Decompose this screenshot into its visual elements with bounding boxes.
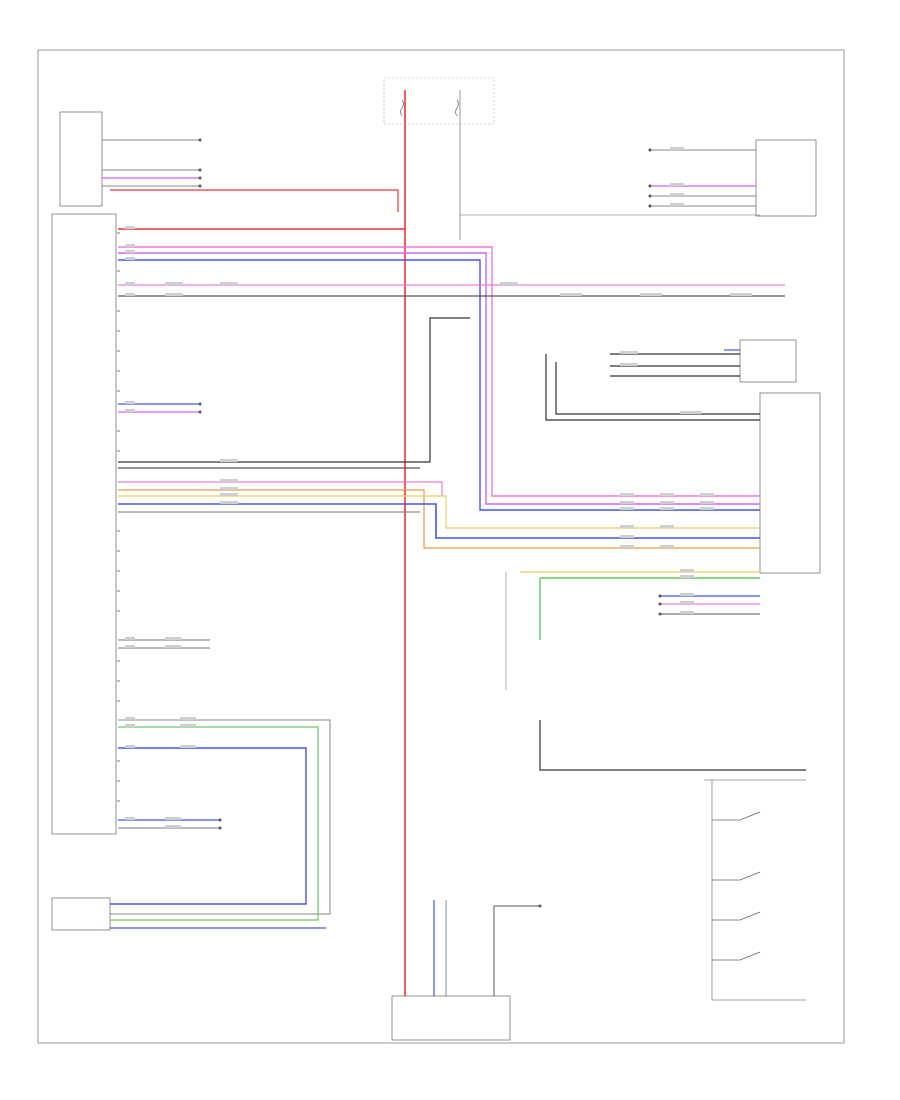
pin-labels-right	[500, 147, 752, 614]
rl-vert-black	[539, 720, 806, 771]
aux-wire-blue	[110, 747, 307, 905]
aux-input-jack-box	[51, 897, 111, 931]
bottom-center-module-box	[391, 995, 511, 1041]
diagram-frame	[37, 49, 845, 1044]
blue-wire-a	[118, 259, 760, 511]
bc-wire-black	[493, 905, 540, 996]
top-fuse-box	[383, 77, 495, 125]
right-amplifier-box	[759, 392, 821, 574]
pin-numbers	[117, 232, 120, 802]
spk-wire-blue	[118, 503, 760, 539]
switch-symbols	[712, 811, 761, 961]
spk-wire-pink	[118, 481, 443, 496]
spk-wire-yellow	[118, 495, 760, 529]
fuse-symbols	[400, 99, 459, 117]
audio-unit-module	[51, 213, 117, 835]
center-black-wire	[118, 317, 470, 463]
purple-wire-a	[118, 252, 760, 505]
spk-wire-orange	[118, 489, 760, 549]
top-left-connector-box	[59, 111, 103, 207]
aux-wire-gray	[110, 719, 331, 915]
black-wire-r2	[555, 362, 760, 415]
right-top-module-box	[755, 139, 817, 217]
connector-dots	[198, 138, 662, 908]
right-speaker-box	[739, 339, 797, 383]
pin-labels-left	[125, 226, 238, 828]
black-wire-r1	[545, 354, 760, 421]
aux-wire-green	[110, 726, 319, 921]
